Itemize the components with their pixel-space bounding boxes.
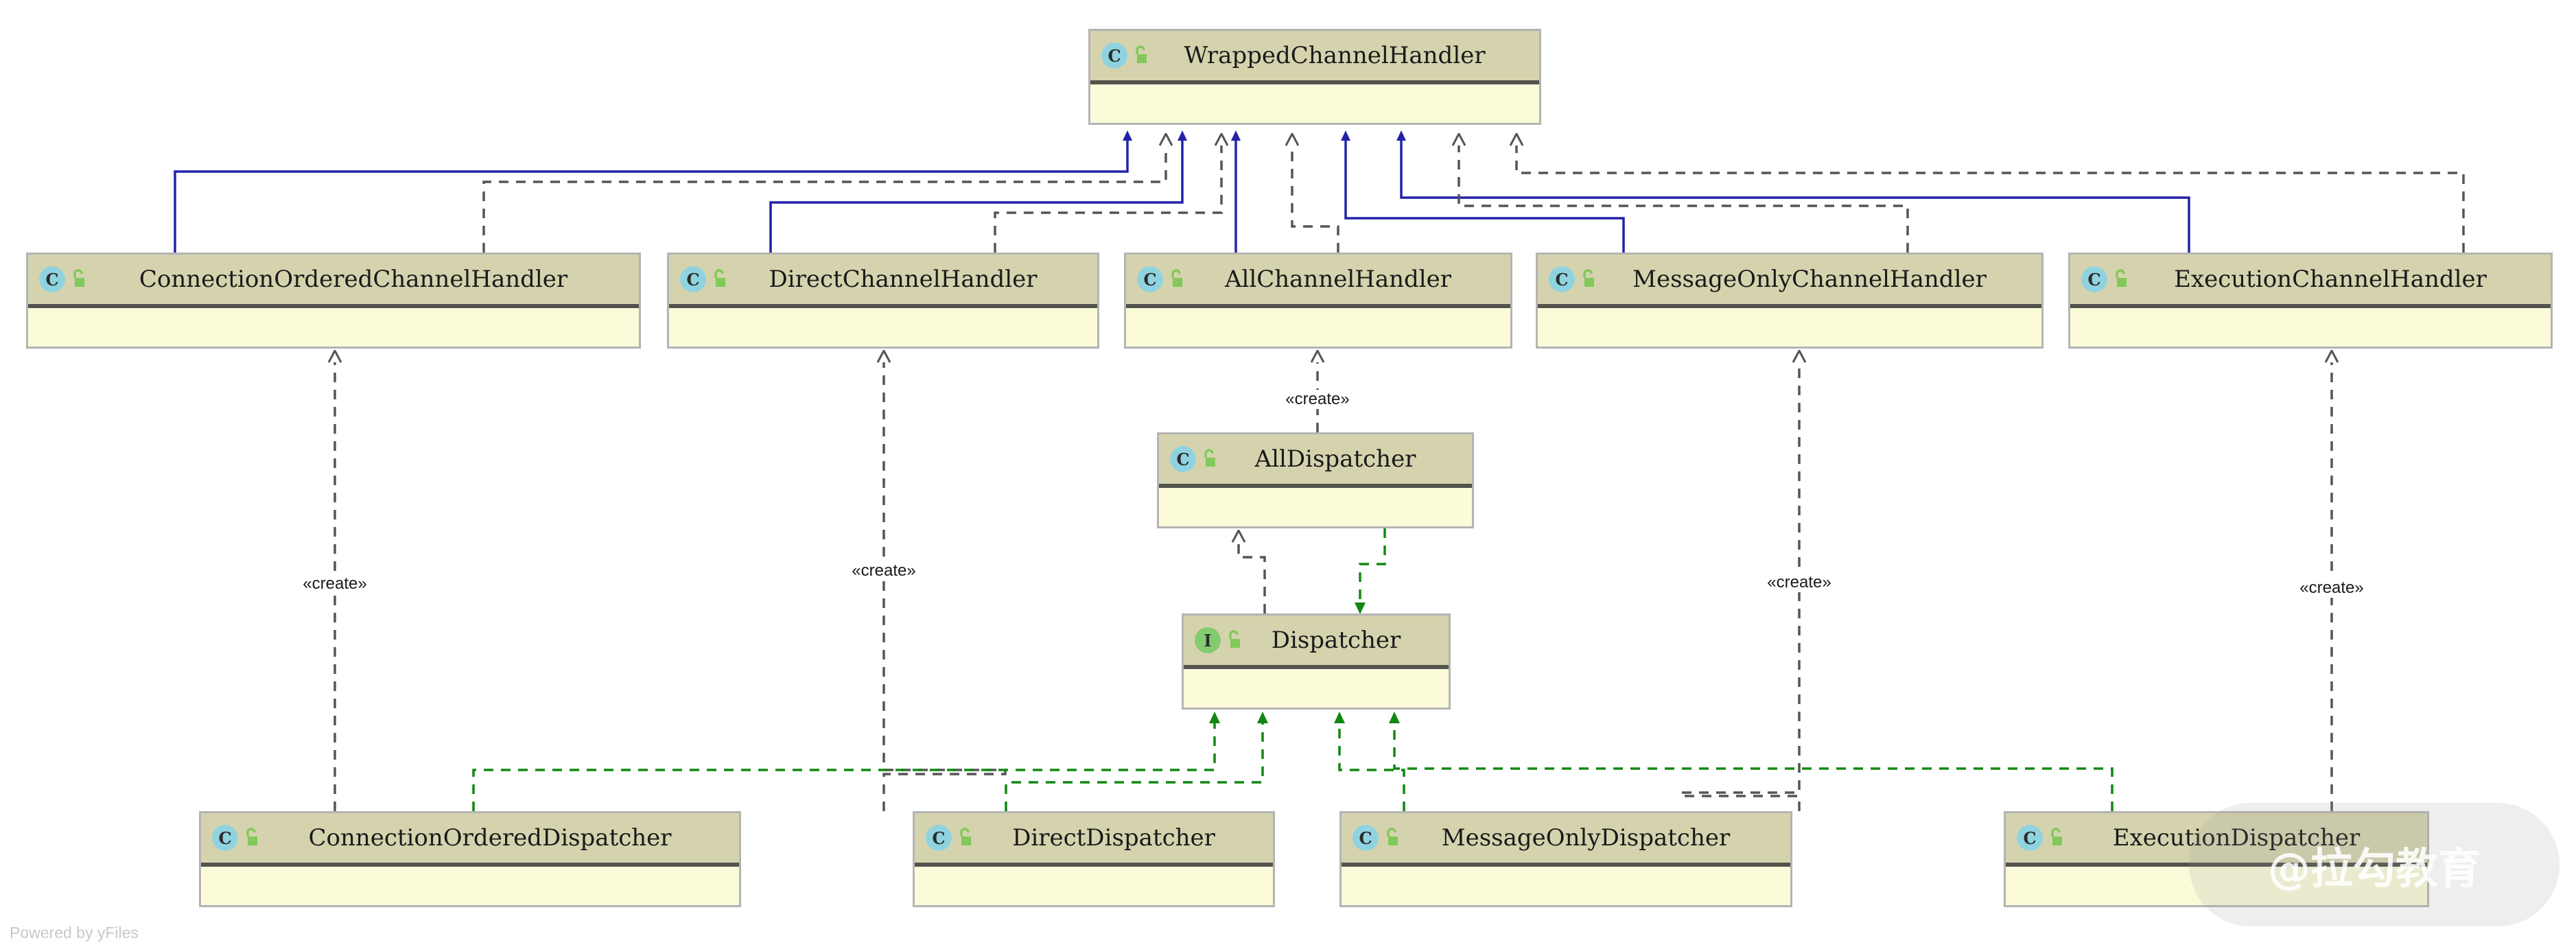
open-padlock-icon (1579, 269, 1597, 290)
node-title: ExecutionChannelHandler (2174, 266, 2487, 293)
node-title: ConnectionOrderedChannelHandler (139, 266, 568, 293)
class-node-direct-channel-handler[interactable]: C DirectChannelHandler (667, 253, 1099, 349)
node-header: C ExecutionDispatcher (2006, 813, 2427, 867)
class-circle-c-icon: C (680, 266, 706, 292)
node-title: Dispatcher (1271, 627, 1401, 654)
node-header: C DirectChannelHandler (669, 255, 1097, 308)
node-header: C AllDispatcher (1159, 434, 1472, 488)
edge-label-create: «create» (850, 561, 918, 581)
class-circle-c-icon: C (212, 825, 238, 851)
node-title: ConnectionOrderedDispatcher (308, 824, 672, 852)
node-header: C MessageOnlyChannelHandler (1538, 255, 2041, 308)
node-title: AllDispatcher (1254, 445, 1416, 473)
node-title: WrappedChannelHandler (1184, 42, 1486, 69)
node-body-compartment (1538, 308, 2041, 347)
class-node-execution-dispatcher[interactable]: C ExecutionDispatcher (2004, 811, 2429, 907)
open-padlock-icon (242, 828, 260, 848)
class-node-execution-channel-handler[interactable]: C ExecutionChannelHandler (2068, 253, 2553, 349)
node-title: MessageOnlyDispatcher (1441, 824, 1731, 852)
edge-label-create: «create» (1283, 390, 1352, 409)
node-header: C MessageOnlyDispatcher (1342, 813, 1790, 867)
node-header: C AllChannelHandler (1126, 255, 1510, 308)
node-body-compartment (915, 867, 1273, 905)
realization-edges-top (482, 145, 2465, 253)
class-node-connection-ordered-dispatcher[interactable]: C ConnectionOrderedDispatcher (199, 811, 741, 907)
class-circle-c-icon: C (2081, 266, 2107, 292)
node-header: C DirectDispatcher (915, 813, 1273, 867)
class-node-all-dispatcher[interactable]: C AllDispatcher (1157, 432, 1474, 528)
open-padlock-icon (710, 269, 728, 290)
open-padlock-icon (1167, 269, 1185, 290)
node-title: DirectChannelHandler (769, 266, 1038, 293)
node-body-compartment (2070, 308, 2551, 347)
node-title: ExecutionDispatcher (2112, 824, 2361, 852)
open-padlock-icon (2047, 828, 2065, 848)
edge-label-create: «create» (2297, 578, 2366, 598)
node-body-compartment (669, 308, 1097, 347)
node-title: DirectDispatcher (1012, 824, 1215, 852)
class-circle-c-icon: C (39, 266, 65, 292)
node-body-compartment (1342, 867, 1790, 905)
generalization-edges (174, 130, 2190, 253)
class-circle-c-icon: C (2017, 825, 2043, 851)
node-header: C ConnectionOrderedChannelHandler (28, 255, 639, 308)
open-padlock-icon (1200, 449, 1218, 469)
node-body-compartment (201, 867, 739, 905)
class-node-message-only-channel-handler[interactable]: C MessageOnlyChannelHandler (1536, 253, 2044, 349)
class-circle-c-icon: C (1137, 266, 1163, 292)
node-header: I Dispatcher (1184, 616, 1449, 669)
open-padlock-icon (2111, 269, 2129, 290)
create-dependency-edges (335, 362, 2332, 811)
interface-node-dispatcher[interactable]: I Dispatcher (1182, 613, 1451, 710)
node-header: C ConnectionOrderedDispatcher (201, 813, 739, 867)
node-header: C WrappedChannelHandler (1090, 31, 1539, 84)
class-circle-c-icon: C (1549, 266, 1575, 292)
class-node-connection-ordered-channel-handler[interactable]: C ConnectionOrderedChannelHandler (26, 253, 641, 349)
node-body-compartment (2006, 867, 2427, 905)
class-node-all-channel-handler[interactable]: C AllChannelHandler (1124, 253, 1512, 349)
open-padlock-icon (1383, 828, 1401, 848)
node-header: C ExecutionChannelHandler (2070, 255, 2551, 308)
node-title: MessageOnlyChannelHandler (1632, 266, 1987, 293)
class-circle-c-icon: C (926, 825, 952, 851)
interface-circle-i-icon: I (1195, 627, 1221, 653)
edge-label-create: «create» (1765, 573, 1834, 592)
powered-by-label: Powered by yFiles (10, 924, 139, 942)
open-padlock-icon (956, 828, 974, 848)
node-title: AllChannelHandler (1224, 266, 1452, 293)
class-circle-c-icon: C (1353, 825, 1379, 851)
node-body-compartment (28, 308, 639, 347)
dispatcher-dependency-edges (472, 528, 2114, 811)
class-circle-c-icon: C (1170, 446, 1196, 472)
open-padlock-icon (1132, 45, 1149, 66)
node-body-compartment (1126, 308, 1510, 347)
class-node-wrapped-channel-handler[interactable]: C WrappedChannelHandler (1088, 29, 1541, 125)
class-node-message-only-dispatcher[interactable]: C MessageOnlyDispatcher (1339, 811, 1792, 907)
open-padlock-icon (69, 269, 87, 290)
node-body-compartment (1090, 84, 1539, 123)
node-body-compartment (1184, 669, 1449, 708)
node-body-compartment (1159, 488, 1472, 526)
open-padlock-icon (1225, 630, 1243, 651)
edge-label-create: «create» (301, 574, 369, 594)
class-node-direct-dispatcher[interactable]: C DirectDispatcher (913, 811, 1275, 907)
class-circle-c-icon: C (1101, 43, 1127, 69)
